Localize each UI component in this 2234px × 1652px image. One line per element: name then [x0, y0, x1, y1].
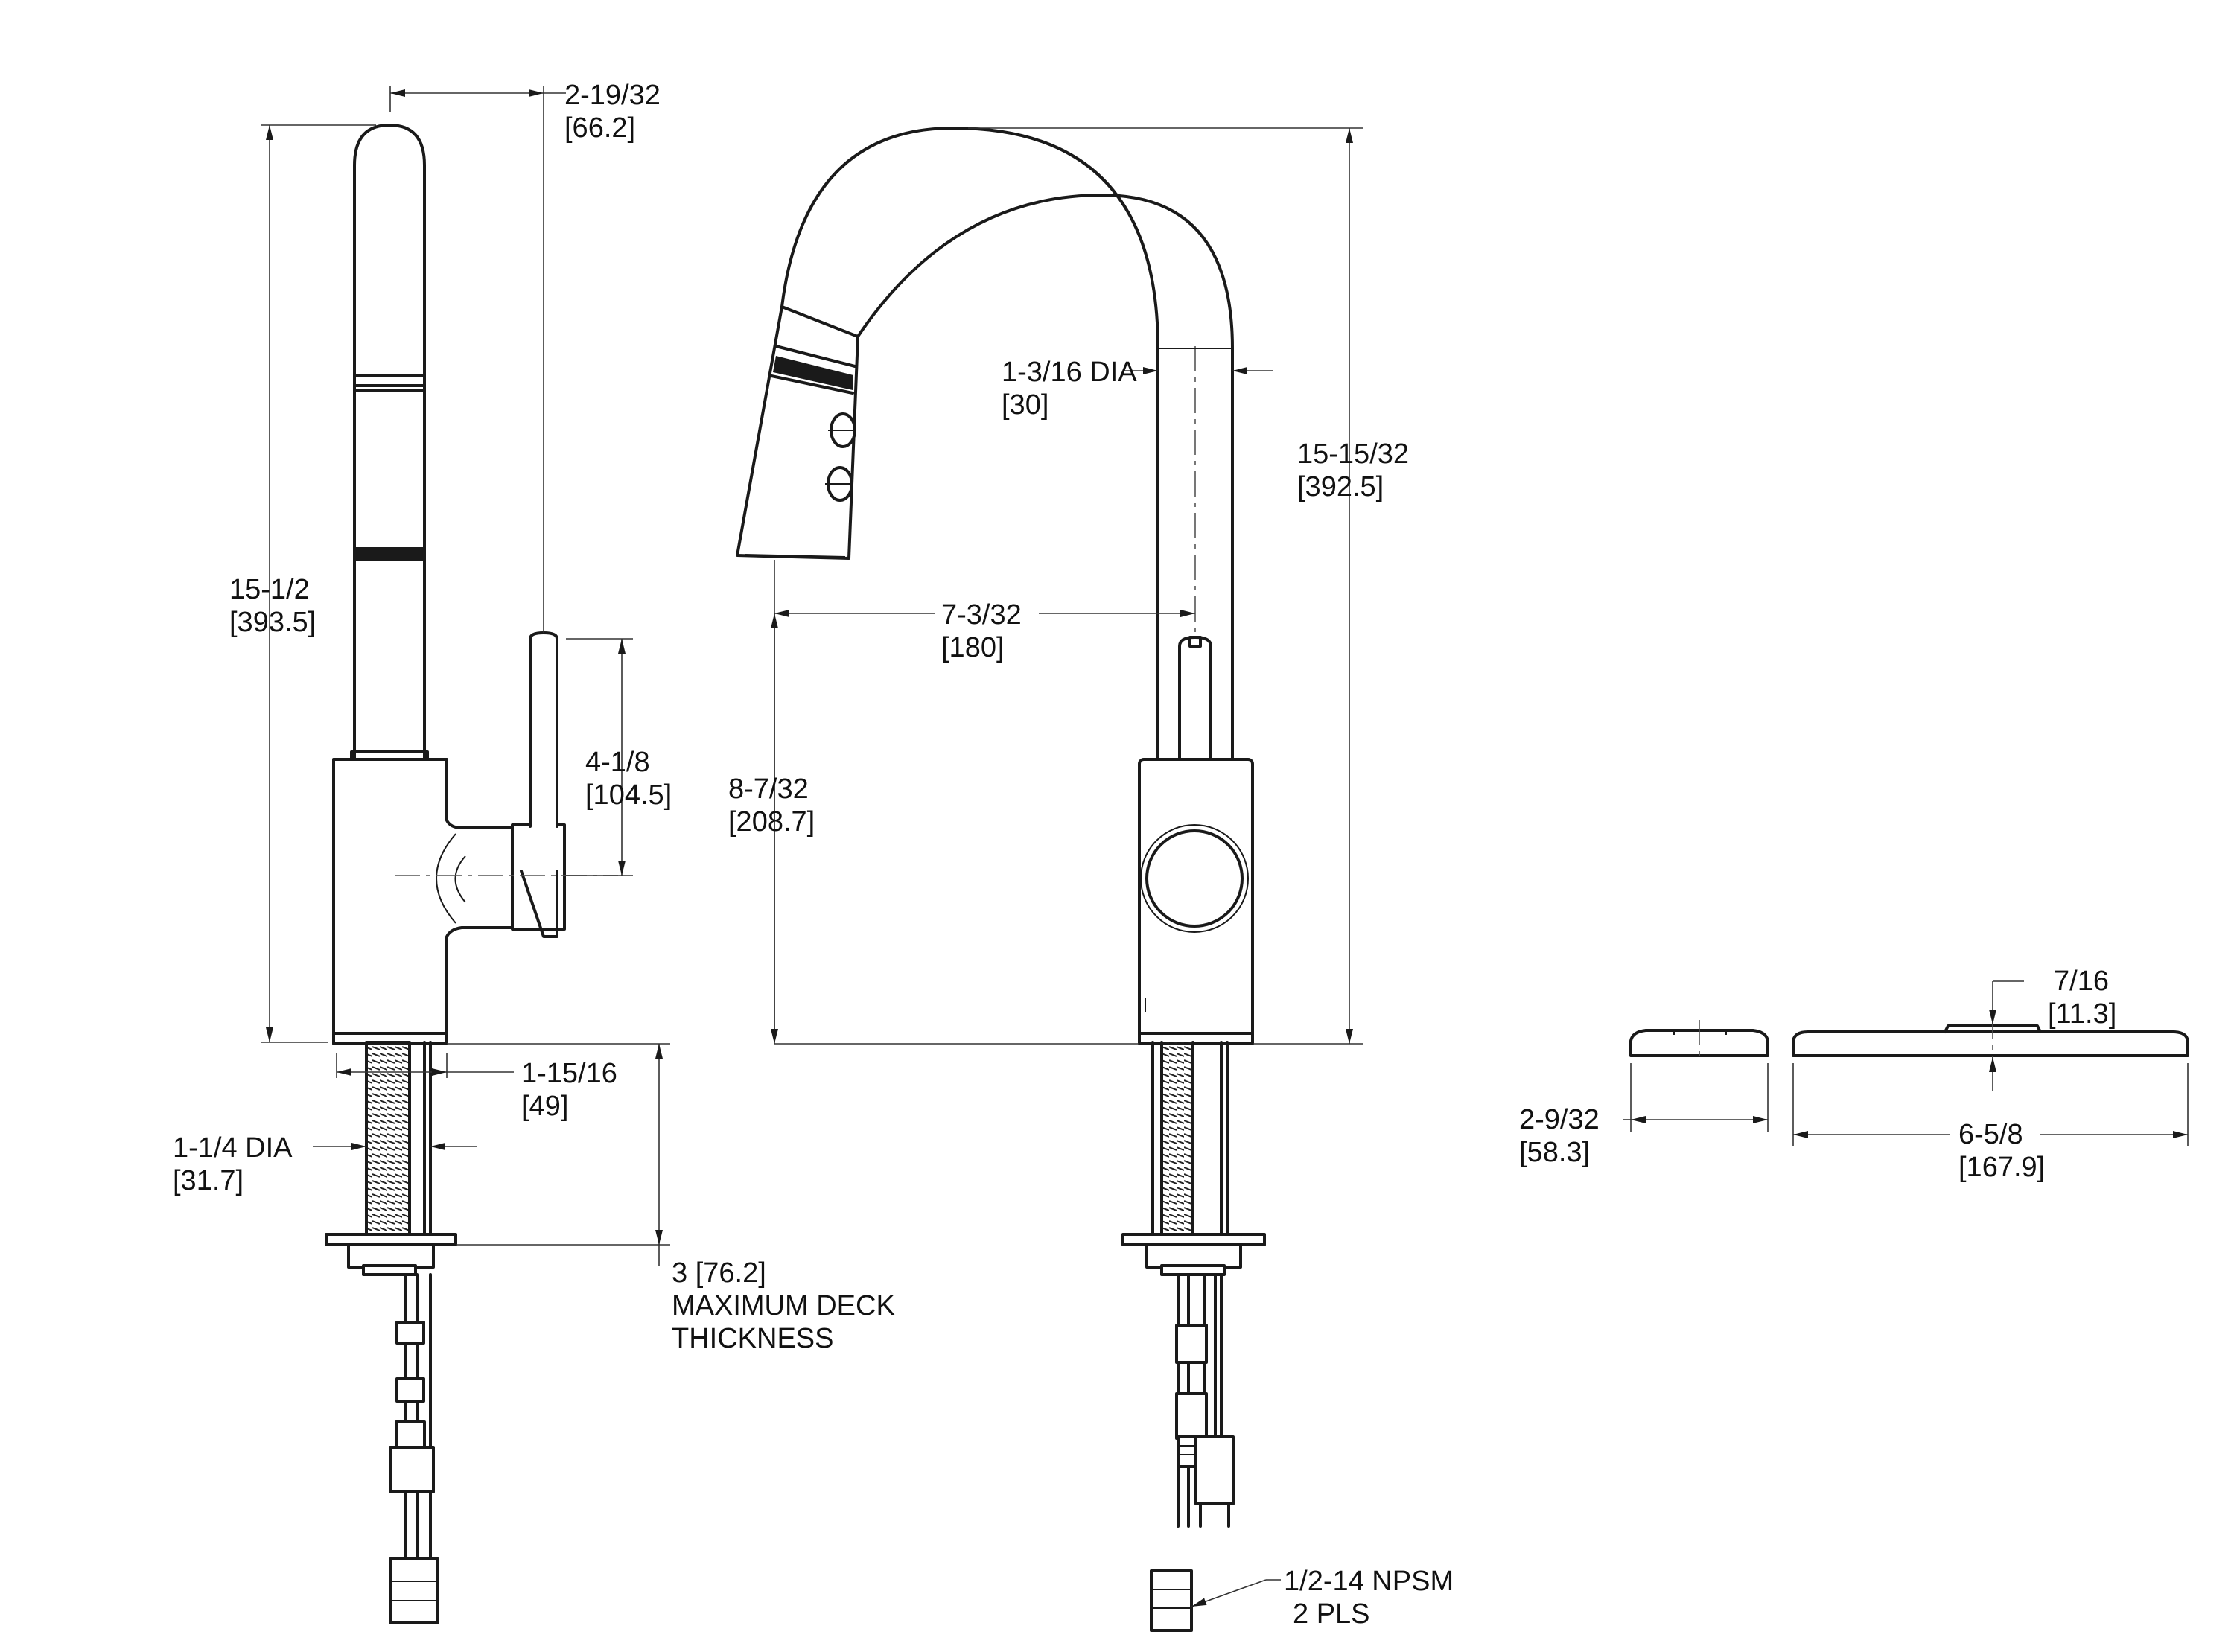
thread-line1: 1/2-14 NPSM [1284, 1566, 1454, 1597]
shank-span-mm: [49] [521, 1091, 568, 1122]
clearance-frac: 8-7/32 [728, 774, 809, 805]
deck-plates [1629, 1014, 2189, 1065]
clearance-mm: [208.7] [728, 806, 815, 838]
deck-line1: 3 [76.2] [672, 1257, 766, 1289]
large-plate-frac: 6-5/8 [1958, 1119, 2023, 1150]
shank-span-frac: 1-15/16 [521, 1058, 617, 1089]
spout-dia-frac: 1-3/16 DIA [1002, 357, 1137, 388]
deck-line2: MAXIMUM DECK [672, 1290, 895, 1321]
plate-height-mm: [11.3] [2048, 998, 2116, 1030]
dimension-lines [261, 86, 2189, 1607]
shank-dia-mm: [31.7] [173, 1165, 244, 1196]
dimension-labels: 2-19/32 [66.2] 15-1/2 [393.5] 4-1/8 [104… [173, 80, 2116, 1630]
side-height-mm: [393.5] [229, 607, 316, 638]
small-plate-mm: [58.3] [1519, 1137, 1590, 1168]
deck-line3: THICKNESS [672, 1323, 833, 1354]
reach-frac: 7-3/32 [941, 599, 1022, 631]
side-height-frac: 15-1/2 [229, 574, 310, 605]
spout-dia-mm: [30] [1002, 389, 1048, 421]
handle-height-frac: 4-1/8 [585, 747, 650, 778]
thread-line2: 2 PLS [1293, 1598, 1370, 1630]
side-width-mm: [66.2] [564, 112, 635, 144]
front-view [736, 127, 1266, 1632]
shank-dia-frac: 1-1/4 DIA [173, 1132, 293, 1164]
front-height-frac: 15-15/32 [1297, 438, 1409, 470]
handle-height-mm: [104.5] [585, 779, 672, 811]
large-plate-mm: [167.9] [1958, 1152, 2045, 1183]
small-plate-frac: 2-9/32 [1519, 1104, 1600, 1135]
plate-height-frac: 7/16 [2054, 966, 2109, 997]
front-height-mm: [392.5] [1297, 471, 1384, 503]
reach-mm: [180] [941, 632, 1005, 663]
side-view [325, 124, 618, 1624]
side-width-frac: 2-19/32 [564, 80, 661, 111]
